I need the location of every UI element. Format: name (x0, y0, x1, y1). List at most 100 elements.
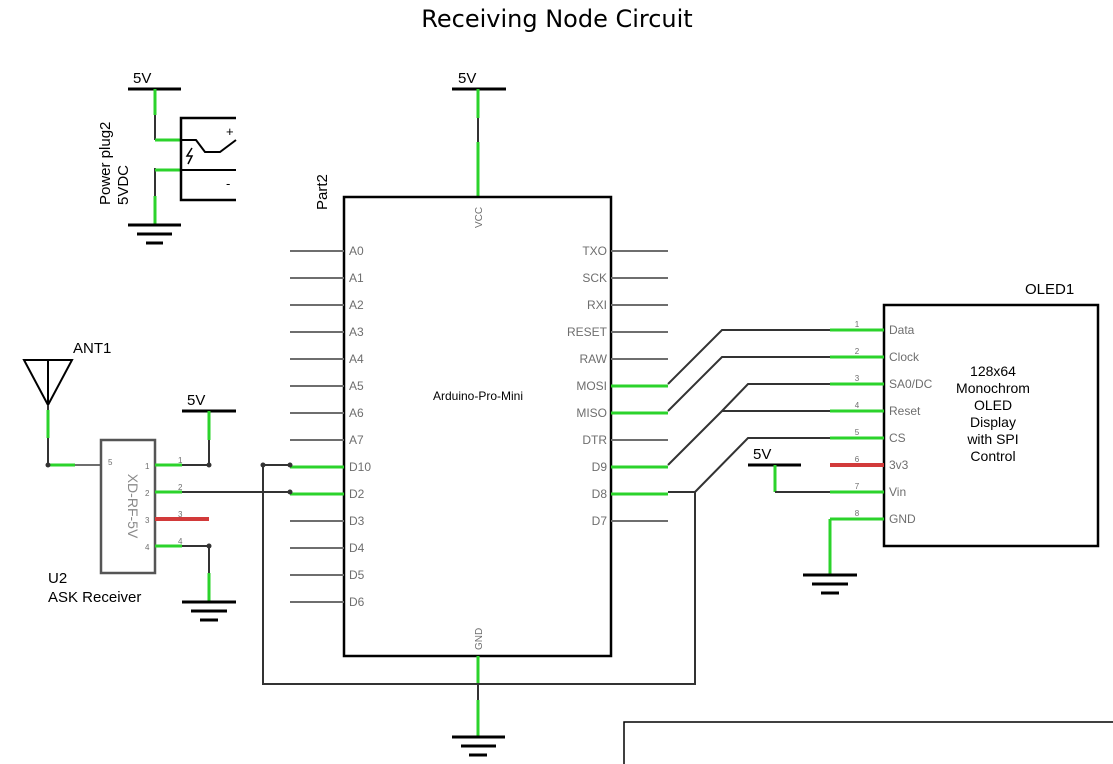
oled-pin-label: Vin (889, 485, 906, 499)
ask-receiver: XD-RF-5V 5 1 2 3 4 1 2 3 4 U2 ASK Receiv… (48, 438, 209, 606)
arduino-pin-d5: D5 (290, 568, 365, 582)
arduino-pin-label: MISO (576, 406, 607, 420)
antenna: ANT1 (22, 340, 111, 468)
oled-pin-sa0dc: 3 SA0/DC (830, 374, 933, 391)
oled-pin-number: 2 (855, 347, 860, 356)
oled-pin-cs: 5 CS (830, 428, 906, 445)
oled-description-line: with SPI (966, 431, 1018, 447)
arduino-pin-label: A7 (349, 433, 364, 447)
ground-arduino (452, 656, 505, 757)
arduino-pin-label: D6 (349, 595, 365, 609)
oled-pin-number: 3 (855, 374, 860, 383)
arduino-pin-label: A5 (349, 379, 364, 393)
oled-pin-label: CS (889, 431, 906, 445)
supply-5v-receiver: 5V (182, 392, 236, 468)
page-title: Receiving Node Circuit (421, 5, 692, 33)
arduino-pin-d2: D2 (290, 487, 365, 501)
arduino-pin-label: D9 (592, 460, 608, 474)
arduino-pin-d6: D6 (290, 595, 365, 609)
oled-supply-label: 5V (753, 446, 771, 463)
arduino-pin-a6: A6 (290, 406, 364, 420)
arduino-pin-label: A3 (349, 325, 364, 339)
receiver-letter-4: 4 (178, 537, 183, 546)
arduino-pin-label: A1 (349, 271, 364, 285)
arduino-pin-sck: SCK (582, 271, 668, 285)
oled-pin-label: 3v3 (889, 458, 909, 472)
receiver-supply-label: 5V (187, 392, 205, 409)
arduino-value: Arduino-Pro-Mini (433, 389, 523, 403)
plug-plus-label: + (226, 124, 234, 139)
receiver-pin-5: 5 (108, 458, 113, 467)
power-plug: 5V + - Power plug2 5VDC (97, 70, 237, 245)
receiver-letter-2: 2 (178, 483, 183, 492)
arduino-pin-a5: A5 (290, 379, 364, 393)
oled-pin-number: 8 (855, 509, 860, 518)
oled-description-line: Control (970, 448, 1015, 464)
antenna-name: ANT1 (73, 340, 111, 357)
oled-name: OLED1 (1025, 281, 1074, 298)
arduino-pin-label: D7 (592, 514, 608, 528)
oled-pin-number: 6 (855, 455, 860, 464)
oled-pin-number: 7 (855, 482, 860, 491)
receiver-pin-4: 4 (145, 543, 150, 552)
receiver-body-text: XD-RF-5V (125, 474, 141, 539)
oled-pin-3v3: 6 3v3 (830, 455, 909, 472)
oled-pin-clock: 2 Clock (830, 347, 920, 364)
arduino-pin-label: RAW (579, 352, 607, 366)
arduino-pin-label: D10 (349, 460, 371, 474)
arduino-pro-mini: Part2 Arduino-Pro-Mini VCC GND A0A1A2A3A… (290, 174, 668, 658)
ground-receiver (182, 543, 236, 622)
arduino-pin-rxi: RXI (587, 298, 668, 312)
arduino-pin-label: D3 (349, 514, 365, 528)
arduino-pin-label: A6 (349, 406, 364, 420)
arduino-part-name: Part2 (314, 174, 331, 210)
arduino-pin-d8: D8 (592, 487, 668, 501)
arduino-pin-mosi: MOSI (576, 379, 668, 393)
oled-pin-vin: 7 Vin (830, 482, 906, 499)
arduino-gnd-label: GND (474, 628, 485, 650)
arduino-pin-txo: TXO (582, 244, 668, 258)
arduino-pin-label: A2 (349, 298, 364, 312)
oled-pin-number: 5 (855, 428, 860, 437)
arduino-pin-d4: D4 (290, 541, 365, 555)
arduino-pin-a0: A0 (290, 244, 364, 258)
oled-description-line: 128x64 (970, 363, 1016, 379)
receiver-pin-3: 3 (145, 516, 150, 525)
plug-minus-label: - (226, 176, 230, 191)
arduino-pin-d10: D10 (290, 460, 371, 474)
arduino-pin-a1: A1 (290, 271, 364, 285)
lightning-icon (185, 147, 194, 165)
oled-pin-label: Clock (889, 350, 920, 364)
frame-border (623, 721, 1113, 764)
arduino-pin-label: DTR (582, 433, 607, 447)
arduino-pin-label: D4 (349, 541, 365, 555)
arduino-pin-reset: RESET (567, 325, 668, 339)
arduino-pin-raw: RAW (579, 352, 668, 366)
oled-pin-label: Reset (889, 404, 921, 418)
arduino-pin-a4: A4 (290, 352, 364, 366)
receiver-letter-3: 3 (178, 510, 183, 519)
wire-d10-cs-loop (262, 464, 696, 685)
oled-description-line: Monochrom (956, 380, 1030, 396)
oled-wiring: 5V (667, 329, 857, 595)
arduino-pin-label: SCK (582, 271, 607, 285)
receiver-pin-1: 1 (145, 462, 150, 471)
oled-pin-number: 4 (855, 401, 860, 410)
arduino-pin-label: A0 (349, 244, 364, 258)
receiver-name: U2 (48, 570, 67, 587)
arduino-pin-label: D8 (592, 487, 608, 501)
oled-pin-reset: 4 Reset (830, 401, 921, 418)
plug-value: 5VDC (115, 165, 132, 205)
arduino-pin-miso: MISO (576, 406, 668, 420)
arduino-pin-label: TXO (582, 244, 607, 258)
receiver-value: ASK Receiver (48, 589, 141, 606)
arduino-pin-d3: D3 (290, 514, 365, 528)
oled-pin-label: SA0/DC (889, 377, 933, 391)
